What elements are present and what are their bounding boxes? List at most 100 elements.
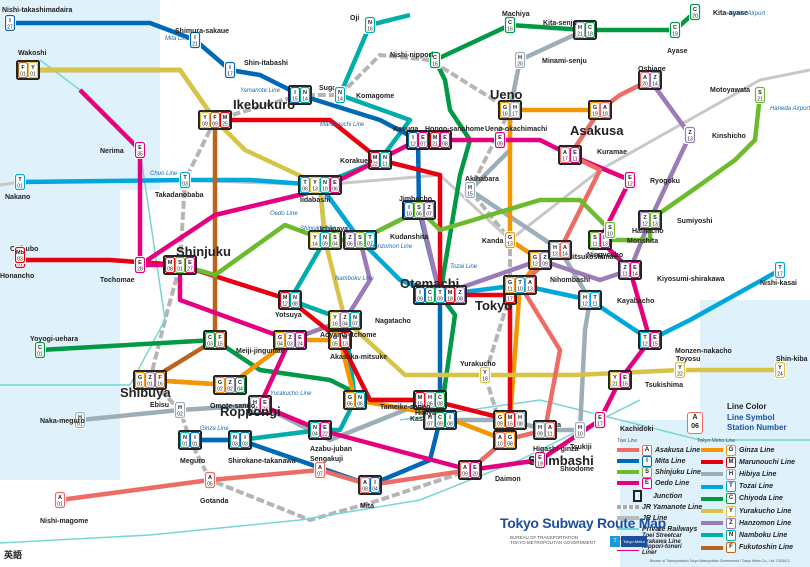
station-number: 24	[297, 342, 303, 348]
station-number-badge	[494, 131, 506, 149]
station-name: Meiji-jingumae	[236, 348, 285, 355]
station-number-badge	[319, 421, 331, 439]
station-number-badge	[454, 286, 466, 304]
station-number-badge	[599, 101, 611, 119]
line-symbol: M	[373, 155, 378, 161]
line-symbol: H	[178, 405, 182, 411]
line-symbol: I	[419, 290, 421, 296]
line-asakusa-line[interactable]	[59, 77, 652, 503]
line-symbol: G	[533, 255, 537, 261]
line-color-swatch	[701, 509, 723, 513]
station-number-badge	[429, 51, 441, 69]
line-label: Oedo Line	[270, 211, 298, 217]
station-number-badge	[17, 61, 29, 79]
line-color-swatch	[701, 460, 723, 465]
line-chiyoda-line[interactable]	[39, 10, 697, 423]
station-number: 12	[582, 302, 588, 308]
station-number: 22	[677, 372, 683, 378]
station-number-badge	[479, 366, 491, 384]
line-symbol: N	[353, 315, 357, 321]
line-symbol-badge: Z	[726, 517, 736, 529]
station-morishita[interactable]: S11E13Morishita	[588, 230, 658, 250]
station-number: 21	[192, 42, 198, 48]
